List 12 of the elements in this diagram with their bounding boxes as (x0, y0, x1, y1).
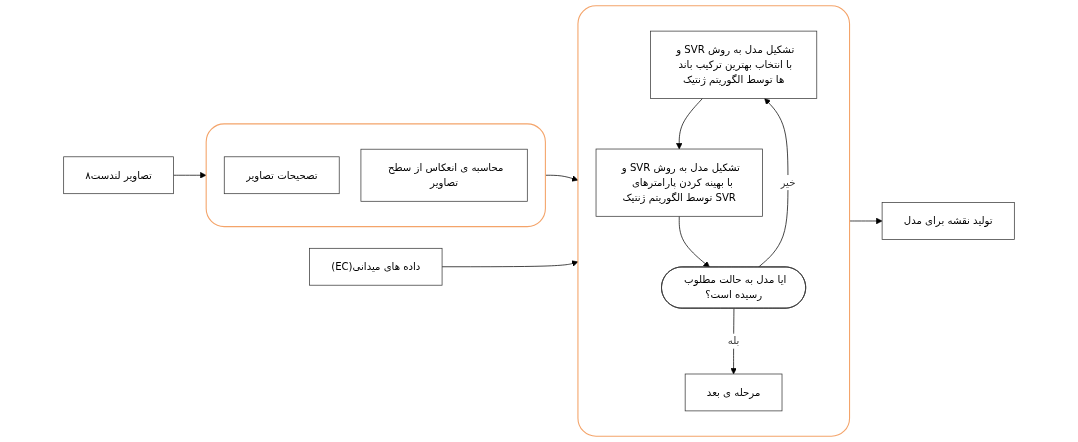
node-box: تصاویر لندست۸ (63, 156, 174, 195)
edge-label: خیر (780, 176, 796, 189)
node-box: تشکیل مدل به روش SVR و با انتخاب بهترین ترکیب باند ها توسط الگوریتم ژنتیک (650, 30, 818, 99)
node-box: تشکیل مدل به روش SVR و با بهینه کردن پارامترهای SVR توسط الگوریتم ژنتیک (595, 148, 763, 217)
node-box: مرحله ی بعد (684, 373, 783, 412)
node-box: تصحیحات تصاویر (223, 156, 340, 195)
cluster (205, 123, 546, 228)
edge-label: بله (727, 334, 740, 347)
node-box: داده های میدانی(EC) (309, 247, 443, 286)
cluster (577, 5, 851, 437)
node-box: تولید نقشه برای مدل (881, 202, 1015, 240)
node-box: محاسبه ی انعکاس از سطح تصاویر (360, 148, 528, 202)
